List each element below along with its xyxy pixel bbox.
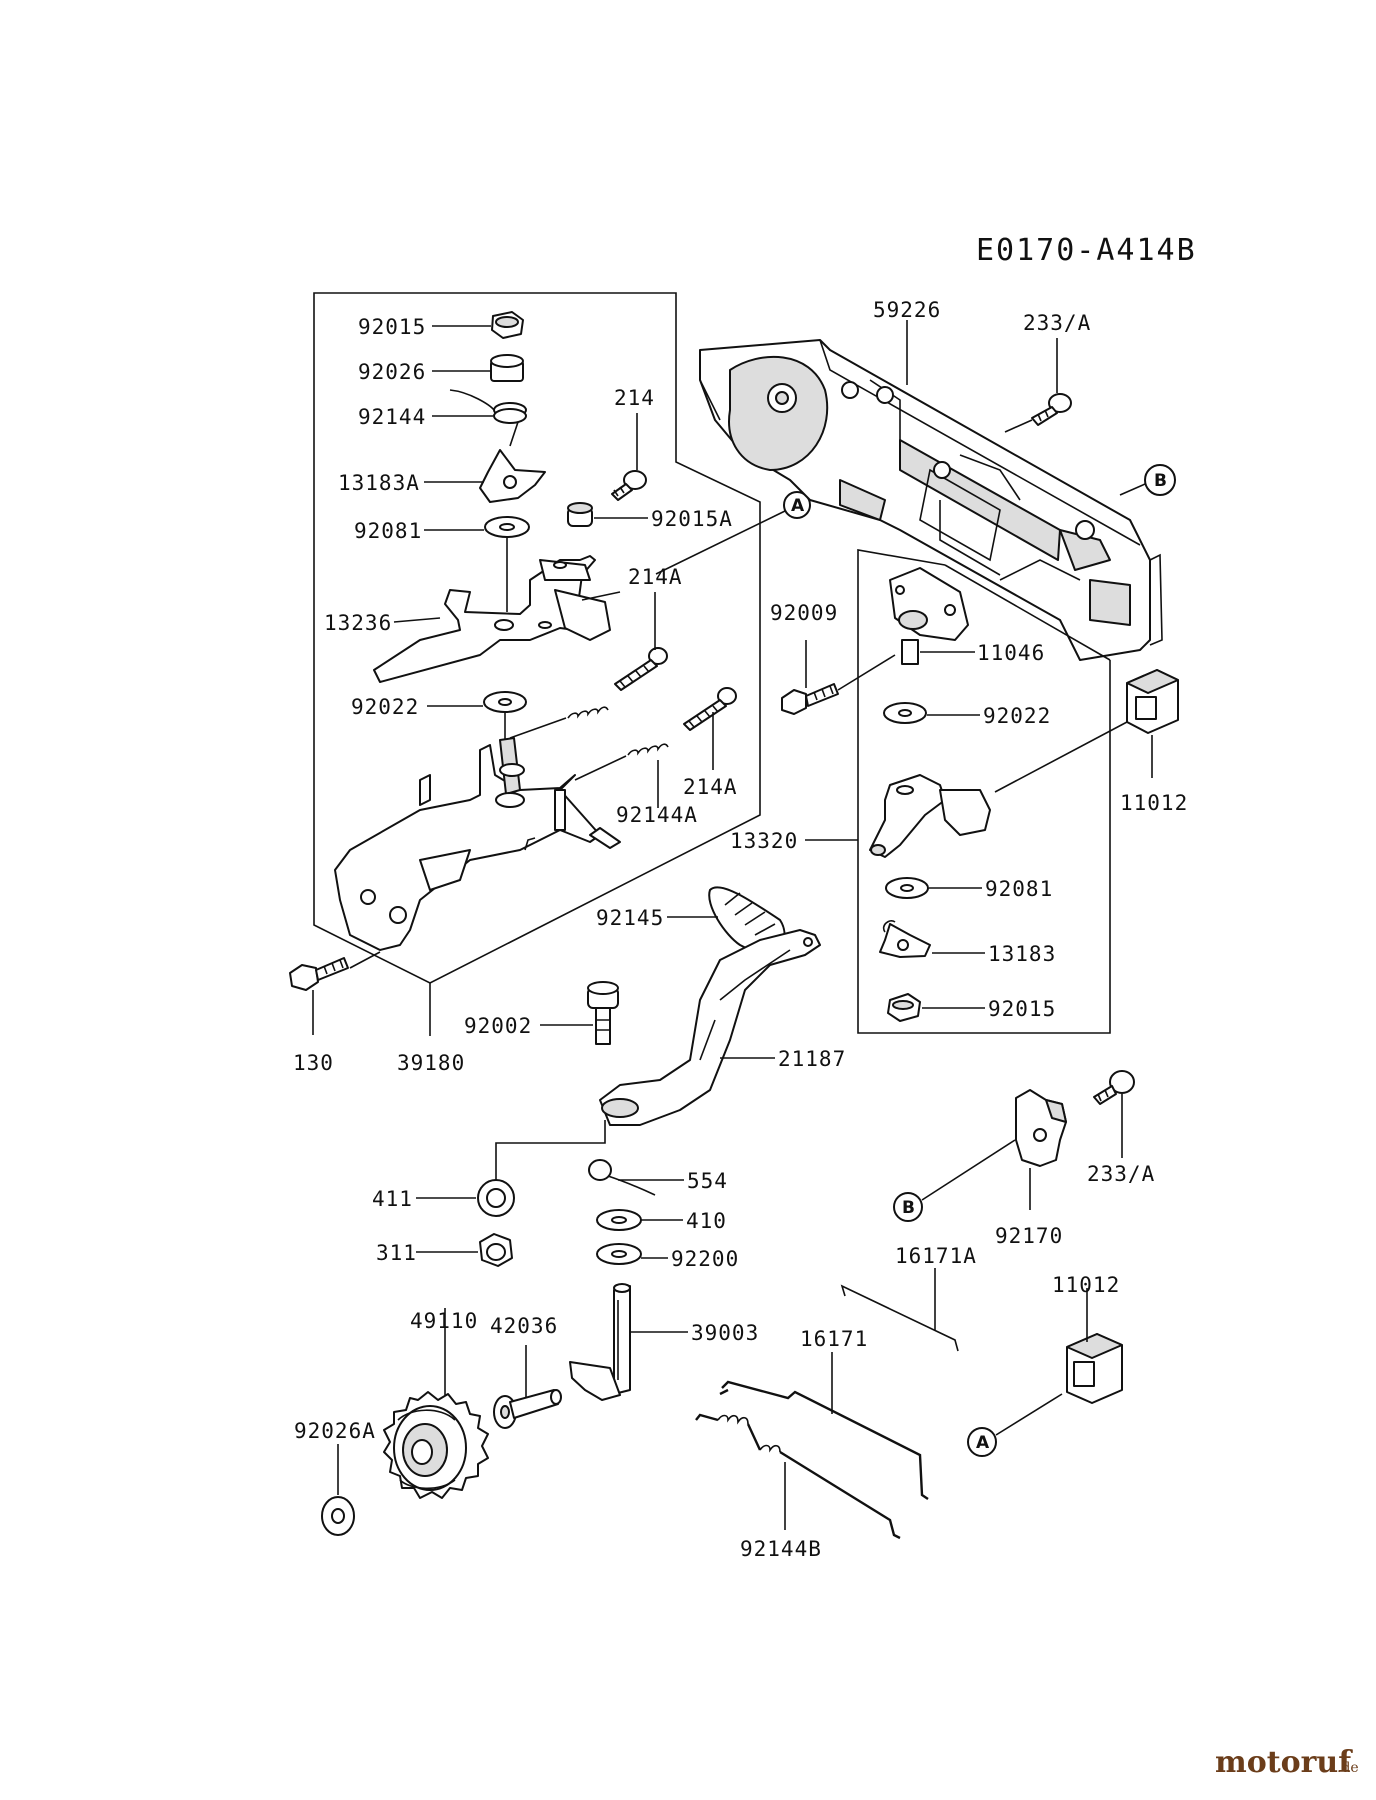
label-554: 554 xyxy=(687,1169,728,1193)
label-411: 411 xyxy=(372,1187,413,1211)
svg-text:B: B xyxy=(902,1198,915,1218)
spring-92144A-lower xyxy=(627,743,669,756)
bolt-92009 xyxy=(781,683,839,715)
label-39180: 39180 xyxy=(397,1051,465,1075)
bolt-92002 xyxy=(587,981,619,1045)
label-13320: 13320 xyxy=(730,829,798,853)
label-59226: 59226 xyxy=(873,298,941,322)
label-92170: 92170 xyxy=(995,1224,1063,1248)
group-frame-39180 xyxy=(313,292,761,984)
label-311: 311 xyxy=(376,1241,417,1265)
label-49110: 49110 xyxy=(410,1309,478,1333)
ref-B-top: B xyxy=(1144,464,1176,496)
label-39003: 39003 xyxy=(691,1321,759,1345)
lever-13320 xyxy=(869,774,991,858)
washer-92022-right xyxy=(883,702,927,724)
label-92022: 92022 xyxy=(351,695,419,719)
label-92026: 92026 xyxy=(358,360,426,384)
label-92144B: 92144B xyxy=(740,1537,822,1561)
bolt-233A-bottom xyxy=(1093,1070,1135,1105)
washer-92026A xyxy=(321,1496,355,1536)
ref-B-bottom: B xyxy=(893,1192,923,1222)
label-92145: 92145 xyxy=(596,906,664,930)
label-214A-upper: 214A xyxy=(628,565,683,589)
nut-92015-right xyxy=(887,993,921,1022)
sleeve-11012-bottom xyxy=(1066,1333,1123,1404)
pin-554 xyxy=(588,1159,656,1196)
bracket-16171A xyxy=(840,1284,959,1352)
label-92015-right: 92015 xyxy=(988,997,1056,1021)
label-92009: 92009 xyxy=(770,601,838,625)
label-16171A: 16171A xyxy=(895,1244,977,1268)
pin-42036 xyxy=(493,1389,562,1429)
lever-13236 xyxy=(373,555,611,683)
label-13236: 13236 xyxy=(324,611,392,635)
bolt-130 xyxy=(289,957,349,991)
label-92081: 92081 xyxy=(354,519,422,543)
nut-92015A xyxy=(567,502,593,527)
governor-arm-39180 xyxy=(334,737,621,951)
bolt-214A-lower xyxy=(683,687,737,731)
label-410: 410 xyxy=(686,1209,727,1233)
label-92200: 92200 xyxy=(671,1247,739,1271)
label-92022-right: 92022 xyxy=(983,704,1051,728)
washer-411 xyxy=(477,1179,515,1217)
label-92026A: 92026A xyxy=(294,1419,376,1443)
bolt-214A-upper xyxy=(614,647,668,691)
washer-92081-right xyxy=(885,877,929,899)
svg-text:motoruf: motoruf xyxy=(1215,1745,1353,1780)
spring-92144A-upper xyxy=(567,706,609,719)
ref-A-bottom: A xyxy=(967,1427,997,1457)
spring-92144 xyxy=(449,389,527,447)
label-13183A: 13183A xyxy=(338,471,420,495)
gear-49110 xyxy=(383,1391,489,1499)
shaft-39003 xyxy=(569,1283,631,1401)
label-13183: 13183 xyxy=(988,942,1056,966)
bracket-11046 xyxy=(889,567,969,665)
washer-92022 xyxy=(483,691,527,713)
diagram-code: E0170-A414B xyxy=(976,233,1197,268)
label-92144: 92144 xyxy=(358,405,426,429)
lever-21187 xyxy=(599,929,821,1126)
plate-13183 xyxy=(879,920,931,958)
collar-92026 xyxy=(490,354,524,382)
label-11012-right: 11012 xyxy=(1120,791,1188,815)
bracket-92170 xyxy=(1015,1089,1067,1167)
label-92144A: 92144A xyxy=(616,803,698,827)
svg-text:B: B xyxy=(1154,471,1167,491)
label-130: 130 xyxy=(293,1051,334,1075)
sleeve-11012-right xyxy=(1126,669,1179,734)
label-92015A: 92015A xyxy=(651,507,733,531)
nut-92015 xyxy=(491,311,524,339)
nut-311 xyxy=(479,1233,513,1267)
label-42036: 42036 xyxy=(490,1314,558,1338)
bolt-233A-top xyxy=(1031,393,1072,426)
label-214A-lower: 214A xyxy=(683,775,738,799)
label-92015: 92015 xyxy=(358,315,426,339)
svg-text:A: A xyxy=(791,496,805,516)
svg-text:.de: .de xyxy=(1337,1760,1359,1776)
label-16171: 16171 xyxy=(800,1327,868,1351)
plate-13183A xyxy=(479,449,546,503)
label-233A-top: 233/A xyxy=(1023,311,1091,335)
washer-410 xyxy=(596,1209,642,1231)
spring-92144B xyxy=(695,1413,901,1540)
label-92002: 92002 xyxy=(464,1014,532,1038)
bolt-214 xyxy=(611,470,647,501)
rod-16171 xyxy=(719,1380,929,1500)
svg-text:A: A xyxy=(976,1433,990,1453)
washer-92200 xyxy=(596,1243,642,1265)
label-233A-bottom: 233/A xyxy=(1087,1162,1155,1186)
label-11046: 11046 xyxy=(977,641,1045,665)
label-11012-bottom: 11012 xyxy=(1052,1273,1120,1297)
housing-59226 xyxy=(699,339,1163,661)
label-92081-right: 92081 xyxy=(985,877,1053,901)
group-frame-13320 xyxy=(857,549,1111,1034)
watermark-logo: motoruf .de xyxy=(1215,1745,1359,1780)
ref-A-top: A xyxy=(783,491,811,519)
label-21187: 21187 xyxy=(778,1047,846,1071)
washer-92081 xyxy=(484,516,530,538)
label-214: 214 xyxy=(614,386,655,410)
